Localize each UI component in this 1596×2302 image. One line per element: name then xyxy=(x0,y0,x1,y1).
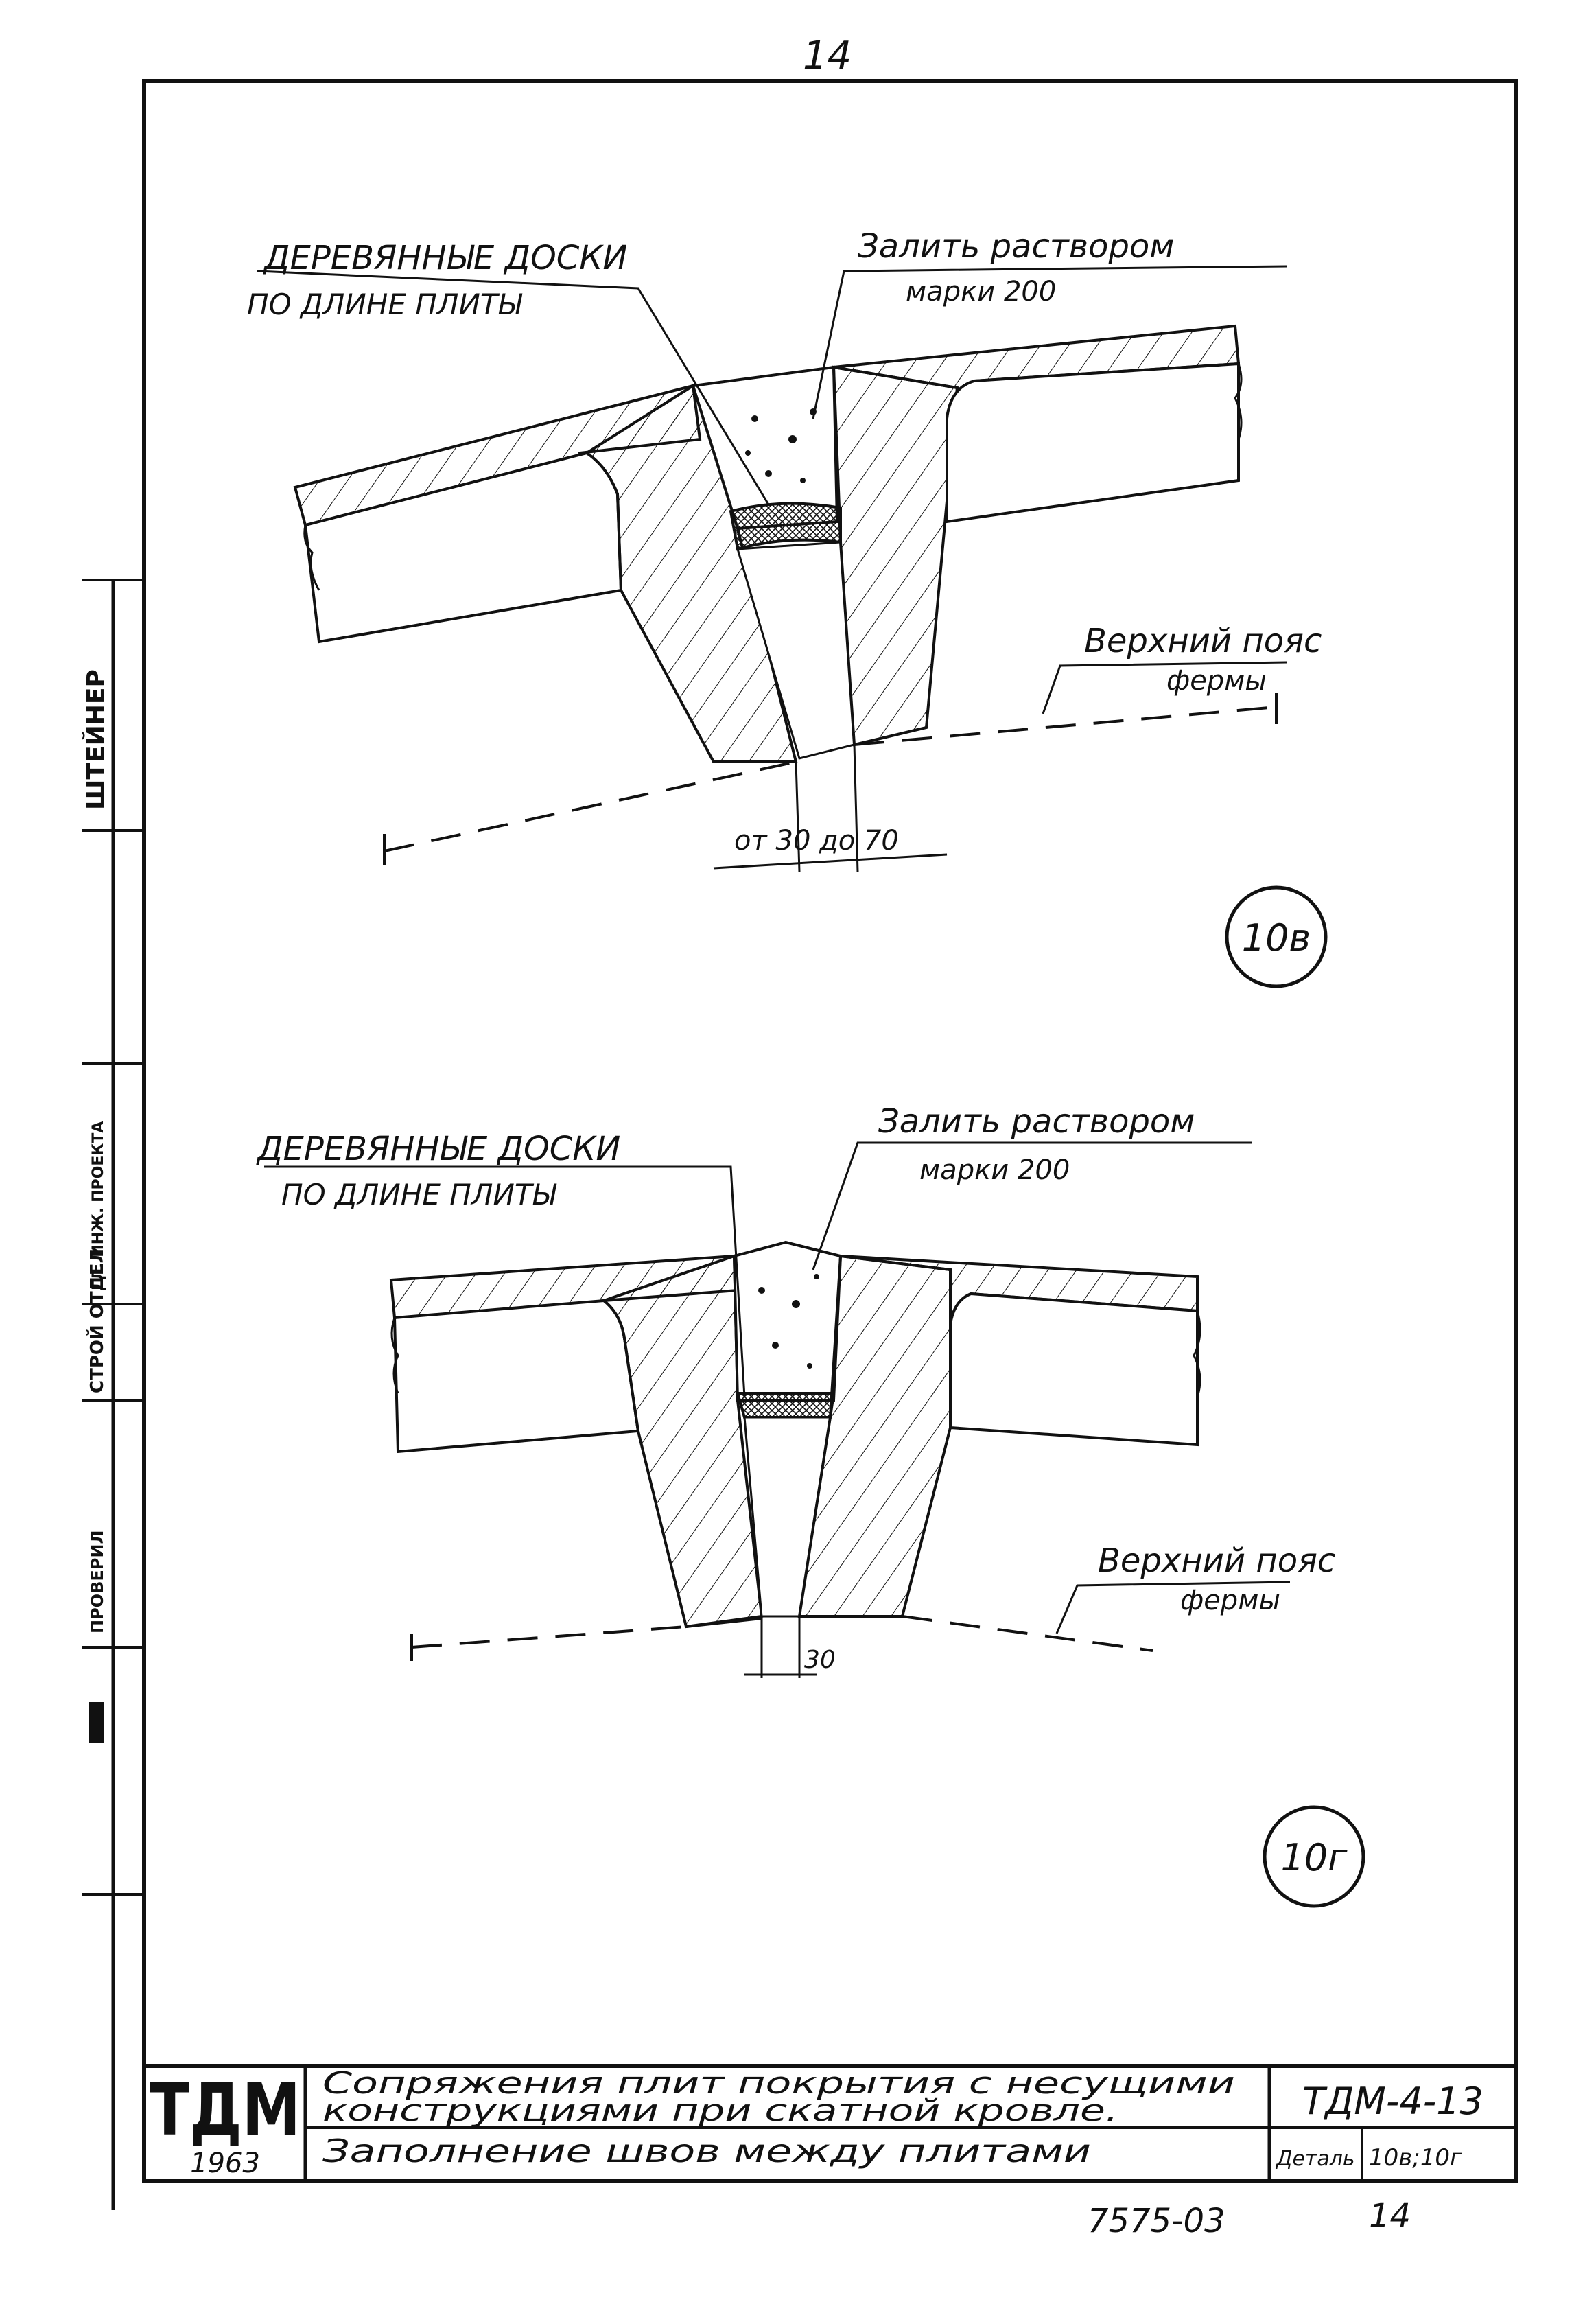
wooden-board xyxy=(729,502,842,551)
right-slab-body xyxy=(949,1292,1199,1447)
left-rib xyxy=(584,383,798,763)
boards-label-line2: ПО ДЛИНЕ ПЛИТЫ xyxy=(247,288,523,321)
dimension-label: от 30 до 70 xyxy=(734,825,899,857)
title-line1: Сопряжения плит покрытия с несущими xyxy=(322,2066,1235,2101)
tdm-logo: ТДМ xyxy=(150,2068,301,2152)
detail-mark-circle xyxy=(1225,885,1328,988)
truss-chord-left xyxy=(411,1625,687,1649)
detail-mark-label: 10в xyxy=(1242,916,1311,960)
right-slab-body xyxy=(946,362,1240,524)
mortar-joint xyxy=(732,1240,843,1402)
right-rib xyxy=(832,365,959,747)
title-line2: конструкциями при скатной кровле. xyxy=(322,2093,1118,2128)
chord-label-line1: Верхний пояс xyxy=(1098,1542,1335,1580)
mortar-label-line2: марки 200 xyxy=(906,276,1056,307)
left-slab-body xyxy=(392,1299,640,1454)
wooden-board xyxy=(736,1392,836,1419)
chord-label-line2: фермы xyxy=(1166,665,1267,697)
year-label: 1963 xyxy=(190,2148,260,2179)
page-number-top: 14 xyxy=(803,34,852,78)
detail-mark-label: 10г xyxy=(1280,1836,1348,1879)
dimension-line xyxy=(713,853,948,870)
margin-stamp-item: ГЛ. ИНЖ. ПРОЕКТА xyxy=(90,1121,107,1290)
truss-chord-right xyxy=(902,1615,1153,1652)
mortar-label-line1: Залить раствором xyxy=(878,1102,1195,1141)
detail-10v: от 30 до 70 ДЕРЕВЯННЫЕ ДОСКИ ПО ДЛИНЕ ПЛ… xyxy=(247,227,1328,988)
detail-label: Деталь xyxy=(1275,2147,1355,2171)
chord-label-line2: фермы xyxy=(1180,1585,1280,1616)
detail-mark-circle xyxy=(1263,1805,1365,1908)
drawing-frame xyxy=(142,79,1518,2183)
archive-number: 7575-03 xyxy=(1088,2202,1225,2240)
margin-stamp: ШТЕЙНЕР ГЛ. ИНЖ. ПРОЕКТА СТРОЙ ОТДЕЛ ПРО… xyxy=(82,579,144,2210)
margin-stamp-item: ПРОВЕРИЛ xyxy=(88,1531,107,1634)
boards-label-line1: ДЕРЕВЯННЫЕ ДОСКИ xyxy=(263,239,627,277)
sheet-number: 14 xyxy=(1369,2197,1411,2235)
mortar-label-line2: марки 200 xyxy=(919,1154,1070,1186)
boards-label-line1: ДЕРЕВЯННЫЕ ДОСКИ xyxy=(256,1130,620,1168)
margin-stamp-item: ШТЕЙНЕР xyxy=(82,669,110,810)
detail-value: 10в;10г xyxy=(1369,2144,1463,2172)
truss-chord-right xyxy=(854,706,1277,746)
series-code: ТДМ-4-13 xyxy=(1302,2080,1483,2123)
mortar-label-line1: Залить раствором xyxy=(858,227,1175,266)
dimension-label: 30 xyxy=(804,1646,836,1674)
chord-label-line1: Верхний пояс xyxy=(1084,622,1322,660)
truss-chord-left xyxy=(384,760,797,852)
subtitle: Заполнение швов между плитами xyxy=(322,2132,1091,2170)
boards-label-line2: ПО ДЛИНЕ ПЛИТЫ xyxy=(281,1178,557,1211)
margin-stamp-item: СТРОЙ ОТДЕЛ xyxy=(86,1248,108,1393)
title-block: ТДМ 1963 Сопряжения плит покрытия с несу… xyxy=(144,2064,1516,2181)
detail-10g: 30 ДЕРЕВЯННЫЕ ДОСКИ ПО ДЛИНЕ ПЛИТЫ Залит… xyxy=(256,1102,1365,1908)
